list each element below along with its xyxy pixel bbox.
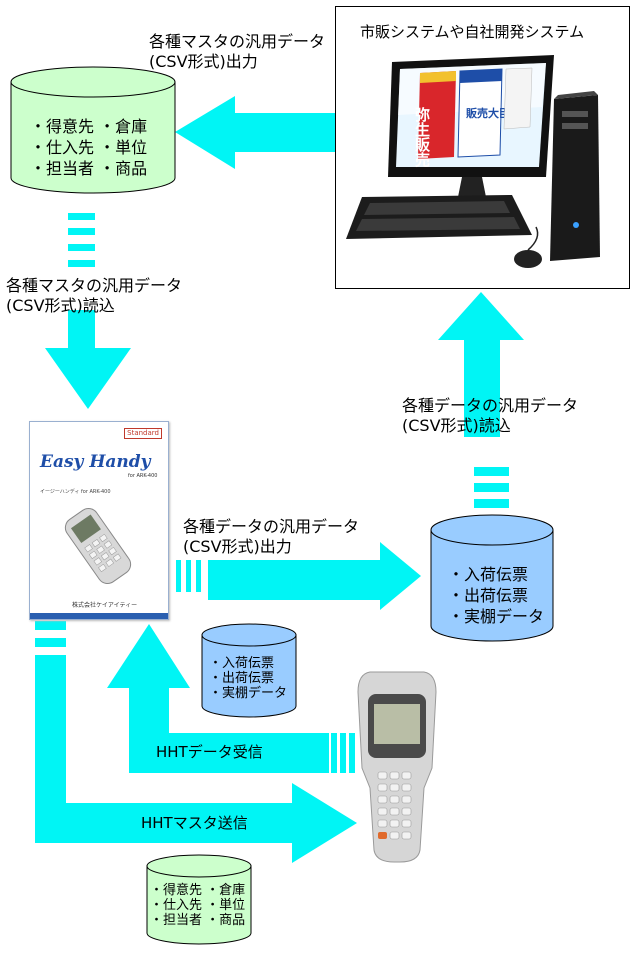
master-cylinder-top-text: ・得意先 ・倉庫 ・仕入先 ・単位 ・担当者 ・商品	[30, 117, 148, 178]
easy-handy-manual-cover: Standard Easy Handy for ARK-400 イージーハンディ…	[29, 421, 169, 620]
master-import-label: 各種マスタの汎用データ (CSV形式)読込	[6, 276, 183, 315]
desktop-computer-icon: 弥生販売 販売大臣NX	[346, 55, 600, 268]
manual-tag: Standard	[124, 428, 162, 439]
data-cylinder-right-text: ・入荷伝票 ・出荷伝票 ・実棚データ	[448, 565, 545, 626]
system-box-title: 市販システムや自社開発システム	[360, 23, 585, 41]
data-import-label: 各種データの汎用データ (CSV形式)読込	[402, 396, 579, 435]
software-box-yayoi: 弥生販売	[413, 71, 456, 168]
data-cylinder-small-text: ・入荷伝票 ・出荷伝票 ・実棚データ	[209, 656, 288, 701]
manual-footer-bar	[30, 613, 168, 619]
data-output-arrow	[176, 542, 421, 610]
manual-title: Easy Handy	[40, 452, 151, 472]
software-label-yayoi: 弥生販売	[413, 106, 431, 168]
manual-publisher: 株式会社ケイアイティー	[72, 602, 138, 609]
master-cylinder-bottom-text: ・得意先 ・倉庫 ・仕入先 ・単位 ・担当者 ・商品	[150, 883, 246, 928]
data-cylinder-right	[430, 514, 554, 642]
master-cylinder-bottom	[146, 854, 252, 945]
data-cylinder-small	[201, 623, 297, 718]
master-output-label: 各種マスタの汎用データ (CSV形式)出力	[149, 32, 326, 71]
data-import-arrow	[438, 292, 524, 508]
system-box: 市販システムや自社開発システム 弥生販売 販売大臣NX	[335, 6, 630, 289]
hht-receive-label: HHTデータ受信	[156, 743, 263, 761]
hht-send-arrow	[35, 621, 357, 863]
hht-send-label: HHTマスタ送信	[141, 814, 248, 832]
master-import-arrow	[45, 213, 131, 409]
hht-receive-arrow	[107, 624, 355, 773]
manual-caption: イージーハンディ for ARK-400	[40, 489, 111, 495]
data-output-label: 各種データの汎用データ (CSV形式)出力	[183, 517, 360, 556]
handheld-device-icon	[64, 507, 132, 585]
master-cylinder-top	[10, 66, 176, 194]
manual-subtitle: for ARK-400	[128, 473, 158, 479]
hht-handheld-terminal-icon	[357, 671, 437, 863]
master-output-arrow	[175, 96, 335, 169]
